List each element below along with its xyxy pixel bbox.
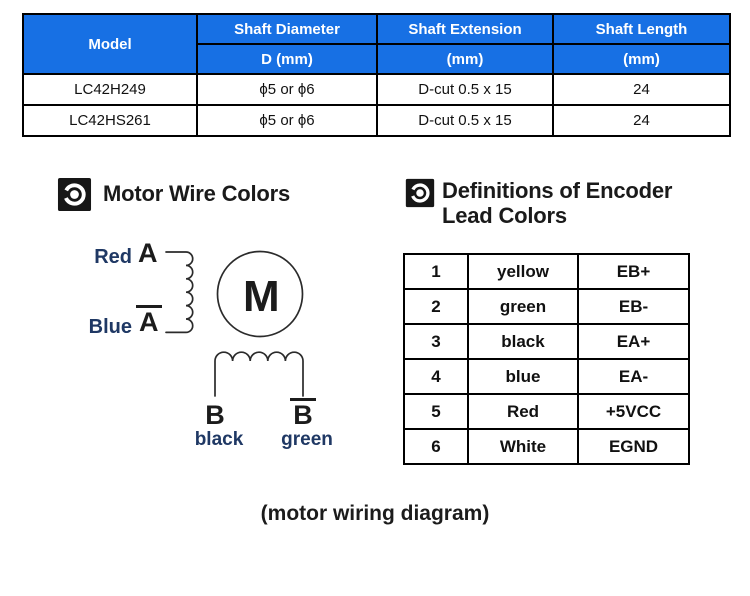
- signal-cell: EA-: [577, 358, 690, 395]
- spec-table: Model Shaft Diameter Shaft Extension Sha…: [22, 13, 731, 137]
- spec-cell-extension: D-cut 0.5 x 15: [376, 104, 554, 137]
- spec-row-lc42h249: LC42H249 ϕ5 or ϕ6 D-cut 0.5 x 15 24: [22, 73, 731, 106]
- pin-cell: 4: [403, 358, 469, 395]
- color-cell: green: [467, 288, 579, 325]
- encoder-table: 1 yellow EB+ 2 green EB- 3 black EA+ 4 b…: [403, 253, 690, 465]
- section-motor-wire-colors: Motor Wire Colors: [57, 177, 290, 217]
- spec-cell-model: LC42HS261: [22, 104, 198, 137]
- spec-cell-diameter: ϕ5 or ϕ6: [196, 104, 378, 137]
- spec-header-model: Model: [22, 13, 198, 75]
- spec-header-shaft-extension: Shaft Extension: [376, 13, 554, 45]
- signal-cell: EA+: [577, 323, 690, 360]
- pin-cell: 2: [403, 288, 469, 325]
- spec-cell-extension: D-cut 0.5 x 15: [376, 73, 554, 106]
- encoder-row: 4 blue EA-: [403, 358, 690, 395]
- section-encoder-lead-colors: Definitions of Encoder Lead Colors: [405, 178, 672, 228]
- bullseye-icon: [57, 177, 92, 217]
- spec-header-shaft-diameter: Shaft Diameter: [196, 13, 378, 45]
- encoder-row: 2 green EB-: [403, 288, 690, 325]
- terminal-a-label: A: [138, 238, 158, 268]
- section-title-motor-wire-colors: Motor Wire Colors: [103, 181, 291, 206]
- encoder-row: 6 White EGND: [403, 428, 690, 465]
- wire-color-label-green: green: [281, 429, 333, 450]
- section-title-encoder: Definitions of Encoder Lead Colors: [442, 178, 672, 228]
- encoder-row: 3 black EA+: [403, 323, 690, 360]
- color-cell: Red: [467, 393, 579, 430]
- spec-row-lc42hs261: LC42HS261 ϕ5 or ϕ6 D-cut 0.5 x 15 24: [22, 104, 731, 137]
- signal-cell: EB+: [577, 253, 690, 290]
- signal-cell: EB-: [577, 288, 690, 325]
- wire-color-label-red: Red: [94, 246, 132, 268]
- spec-header-row: Model Shaft Diameter Shaft Extension Sha…: [22, 13, 731, 75]
- spec-cell-length: 24: [552, 73, 731, 106]
- spec-cell-model: LC42H249: [22, 73, 198, 106]
- wire-color-label-blue: Blue: [88, 316, 132, 338]
- color-cell: blue: [467, 358, 579, 395]
- pin-cell: 1: [403, 253, 469, 290]
- signal-cell: EGND: [577, 428, 690, 465]
- color-cell: black: [467, 323, 579, 360]
- spec-subheader-mm-1: (mm): [376, 43, 554, 75]
- section-title-encoder-line1: Definitions of Encoder: [442, 178, 673, 203]
- pin-cell: 3: [403, 323, 469, 360]
- section-title-encoder-line2: Lead Colors: [442, 203, 567, 228]
- spec-subheader-row: D (mm) (mm) (mm): [23, 43, 731, 75]
- pin-cell: 6: [403, 428, 469, 465]
- coil-phase-a: [165, 251, 194, 334]
- motor-symbol: M: [243, 272, 280, 321]
- coil-phase-b: [214, 351, 304, 397]
- spec-header-shaft-length: Shaft Length: [552, 13, 731, 45]
- wire-color-label-black: black: [194, 429, 244, 450]
- spec-cell-length: 24: [552, 104, 731, 137]
- terminal-b-bar-label: B: [283, 398, 323, 429]
- spec-subheader-d-mm: D (mm): [196, 43, 378, 75]
- diagram-caption: (motor wiring diagram): [260, 502, 490, 525]
- encoder-row: 5 Red +5VCC: [403, 393, 690, 430]
- terminal-b-label: B: [205, 400, 225, 430]
- color-cell: White: [467, 428, 579, 465]
- color-cell: yellow: [467, 253, 579, 290]
- pin-cell: 5: [403, 393, 469, 430]
- bullseye-icon: [405, 178, 435, 213]
- signal-cell: +5VCC: [577, 393, 690, 430]
- spec-subheader-mm-2: (mm): [552, 43, 731, 75]
- terminal-a-bar-label: A: [136, 305, 162, 336]
- encoder-row: 1 yellow EB+: [403, 253, 690, 290]
- spec-cell-diameter: ϕ5 or ϕ6: [196, 73, 378, 106]
